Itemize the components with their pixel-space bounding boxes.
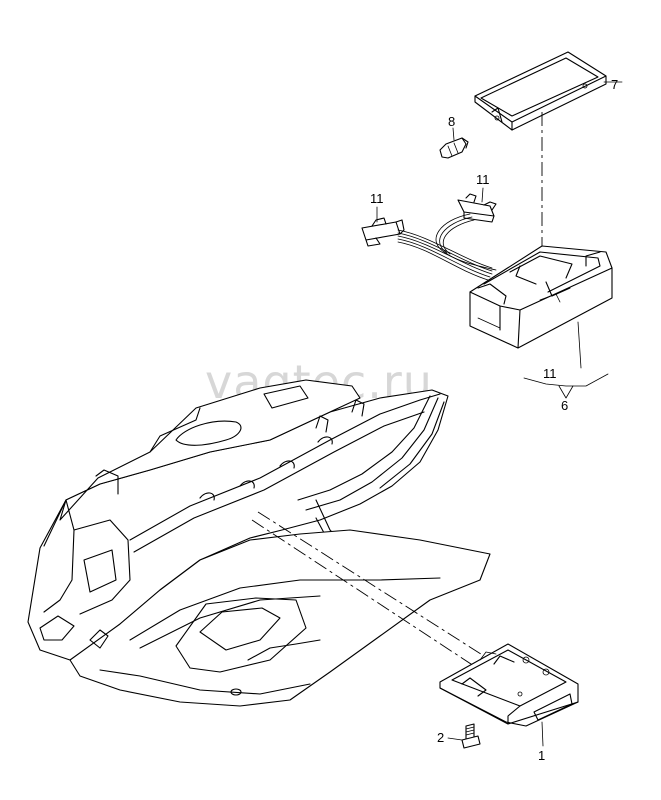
wiring-harness bbox=[397, 213, 497, 281]
part-rivet bbox=[439, 137, 469, 159]
leader-2 bbox=[447, 737, 463, 741]
callout-11-module: 11 bbox=[543, 366, 557, 381]
callout-1: 1 bbox=[538, 748, 545, 763]
callout-2: 2 bbox=[437, 730, 444, 745]
callout-11-left: 11 bbox=[370, 191, 384, 206]
part-screw bbox=[461, 723, 481, 749]
part-glove-box bbox=[27, 379, 491, 707]
part-connector-left bbox=[361, 217, 405, 247]
leader-11-right bbox=[481, 187, 484, 203]
bracket-6 bbox=[523, 373, 609, 387]
assembly-line-lower bbox=[251, 519, 475, 667]
leader-6 bbox=[577, 321, 582, 369]
part-cover-lid bbox=[474, 51, 607, 131]
callout-7: 7 bbox=[611, 77, 618, 92]
part-control-module bbox=[469, 245, 613, 349]
leader-1 bbox=[541, 721, 544, 747]
part-housing bbox=[439, 643, 579, 727]
bracket-tick-6 bbox=[558, 385, 574, 399]
callout-11-right: 11 bbox=[476, 172, 490, 187]
callout-8: 8 bbox=[448, 114, 455, 129]
leader-8 bbox=[452, 127, 455, 141]
part-connector-right bbox=[457, 193, 497, 223]
callout-6: 6 bbox=[561, 398, 568, 413]
assembly-line-upper bbox=[257, 511, 485, 657]
